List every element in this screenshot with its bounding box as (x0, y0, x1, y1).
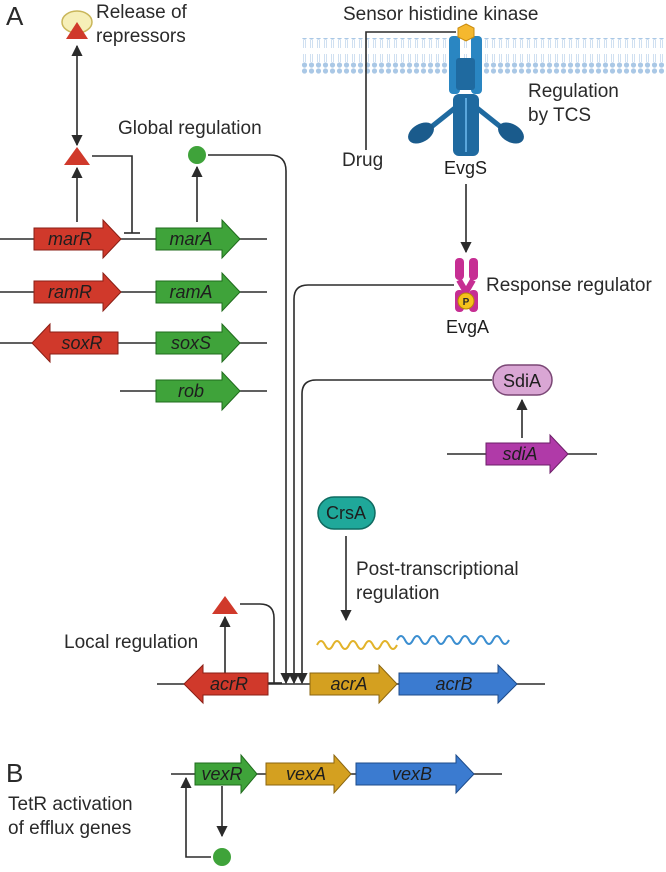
phosphate-label: P (463, 297, 470, 308)
sensor-kinase-label: Sensor histidine kinase (343, 4, 538, 25)
local-regulation-label: Local regulation (64, 632, 198, 653)
gene-marR: marR (33, 218, 122, 260)
gene-label: vexA (286, 764, 326, 784)
global-regulation-line (208, 154, 292, 685)
tcs-label-line2: by TCS (528, 105, 591, 126)
gene-label: ramA (169, 282, 212, 302)
gene-label: acrA (330, 674, 367, 694)
gene-label: ramR (48, 282, 92, 302)
gene-label: acrR (210, 674, 248, 694)
evga-regulation-line (288, 284, 454, 685)
gene-label: vexR (201, 764, 242, 784)
release-label-line2: repressors (96, 26, 186, 47)
gene-label: sdiA (502, 444, 537, 464)
vexr-activation-arrow (180, 776, 211, 858)
acrb-mrna-wave (396, 635, 510, 645)
panel-a-label: A (6, 1, 24, 31)
gene-label: marR (48, 229, 92, 249)
acrr-protein-icon (212, 596, 238, 614)
vexr-protein-icon (213, 848, 231, 866)
gene-vexB: vexB (355, 753, 475, 795)
cell-membrane (300, 38, 666, 74)
evgs-sensor-kinase-icon (408, 23, 524, 156)
post-label-line2: regulation (356, 583, 439, 604)
evgs-label: EvgS (444, 158, 487, 178)
panel-b-label: B (6, 758, 23, 788)
evga-label: EvgA (446, 317, 489, 337)
gene-ramA: ramA (155, 271, 241, 313)
drug-line (365, 31, 456, 150)
global-regulation-label: Global regulation (118, 118, 262, 139)
evga-response-regulator-icon (455, 258, 478, 312)
gene-ramR: ramR (33, 271, 122, 313)
sdia-protein (492, 364, 553, 396)
tetr-label-line1: TetR activation (8, 794, 133, 815)
gene-label: soxR (61, 333, 102, 353)
gene-vexA: vexA (265, 753, 352, 795)
release-label-line1: Release of (96, 2, 188, 23)
marr-protein-icon (64, 147, 90, 165)
gene-soxR: soxR (31, 322, 119, 364)
gene-label: rob (178, 381, 204, 401)
response-regulator-label: Response regulator (486, 275, 652, 296)
released-repressor-icon (61, 10, 93, 39)
marr-autorepression-line (92, 155, 133, 233)
tetr-label-line2: of efflux genes (8, 818, 131, 839)
post-label-line1: Post-transcriptional (356, 559, 519, 580)
gene-soxS: soxS (155, 322, 241, 364)
gene-acrB: acrB (398, 663, 518, 705)
acra-mrna-wave (316, 640, 398, 650)
sdia-regulation-line (296, 379, 492, 685)
gene-acrR: acrR (183, 663, 269, 705)
global-activator-icon (188, 146, 206, 164)
gene-label: marA (169, 229, 212, 249)
gene-label: acrB (435, 674, 472, 694)
gene-acrA: acrA (309, 663, 398, 705)
gene-sdiA: sdiA (485, 433, 569, 475)
sdia-label: SdiA (503, 371, 541, 391)
gene-label: soxS (171, 333, 211, 353)
tcs-label-line1: Regulation (528, 81, 619, 102)
gene-vexR: vexR (194, 753, 258, 795)
gene-rob: rob (155, 370, 241, 412)
drug-label: Drug (342, 150, 383, 171)
gene-marA: marA (155, 218, 241, 260)
acrr-repression-line (240, 603, 275, 683)
gene-label: vexB (392, 764, 432, 784)
crsa-label: CrsA (326, 503, 366, 523)
crsa-protein (317, 496, 376, 530)
